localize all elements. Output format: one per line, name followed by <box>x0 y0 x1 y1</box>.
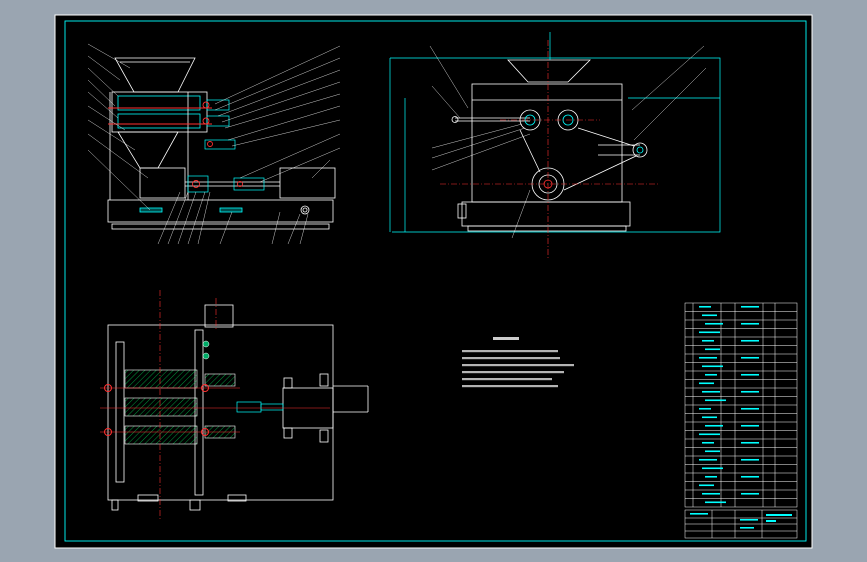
roller-lower <box>124 425 198 445</box>
motor <box>279 167 336 199</box>
parts-list-cell-mark <box>702 492 720 495</box>
parts-list-cell-mark <box>741 458 759 461</box>
parts-list-cell-mark <box>741 407 759 410</box>
front-view-leaders <box>87 43 341 245</box>
drawing-border <box>64 20 807 542</box>
parts-list-cell-mark <box>741 322 759 325</box>
parts-list-cell-mark <box>705 475 717 478</box>
title-block <box>684 509 798 539</box>
parts-list-cell-mark <box>702 467 723 470</box>
tech-requirements <box>462 337 574 388</box>
parts-list <box>684 302 798 508</box>
drawing-sheet <box>54 14 813 549</box>
parts-list-cell-mark <box>699 382 714 385</box>
front-view-gears <box>187 99 265 193</box>
parts-list-cell-mark <box>699 331 720 334</box>
base-frame <box>107 199 334 223</box>
roller-middle <box>124 397 198 417</box>
parts-list-cell-mark <box>741 441 759 444</box>
parts-list-cell-mark <box>705 373 717 376</box>
parts-list-cell-mark <box>741 305 759 308</box>
side-view-cyan <box>389 32 721 233</box>
parts-list-cell-mark <box>741 356 759 359</box>
parts-list-cell-mark <box>705 322 723 325</box>
parts-list-cell-mark <box>699 458 717 461</box>
parts-list-cell-mark <box>702 314 717 317</box>
parts-list-cell-mark <box>741 390 759 393</box>
side-hopper <box>507 59 591 83</box>
side-view-leaders <box>429 45 707 239</box>
parts-list-cell-mark <box>699 484 714 487</box>
title-block-marks <box>690 513 792 529</box>
parts-list-cell-mark <box>702 365 723 368</box>
section-bolts <box>100 384 330 436</box>
parts-list-cell-mark <box>702 390 720 393</box>
side-view-centerlines <box>440 40 660 260</box>
parts-list-cell-mark <box>705 450 720 453</box>
section-bearing <box>202 340 210 360</box>
parts-list-cell-mark <box>705 424 723 427</box>
parts-list-cell-mark <box>699 305 711 308</box>
parts-list-cell-mark <box>702 339 714 342</box>
parts-list-cell-mark <box>741 339 759 342</box>
parts-list-cell-mark <box>699 433 720 436</box>
parts-list-cell-mark <box>702 441 714 444</box>
parts-list-cell-mark <box>741 475 759 478</box>
parts-list-cell-mark <box>705 348 720 351</box>
parts-list-cell-mark <box>741 424 759 427</box>
parts-list-cell-mark <box>705 501 726 504</box>
side-view <box>451 59 631 232</box>
tension-pulley <box>632 142 648 158</box>
parts-list-cell-mark <box>702 416 717 419</box>
parts-list-cell-mark <box>741 373 759 376</box>
parts-list-cell-mark <box>705 399 726 402</box>
parts-list-cell-mark <box>699 407 711 410</box>
section-centerline <box>159 290 217 520</box>
parts-list-cell-mark <box>699 356 717 359</box>
roller-upper <box>124 369 198 389</box>
front-view-bolts <box>108 101 243 188</box>
parts-list-cell-mark <box>741 492 759 495</box>
